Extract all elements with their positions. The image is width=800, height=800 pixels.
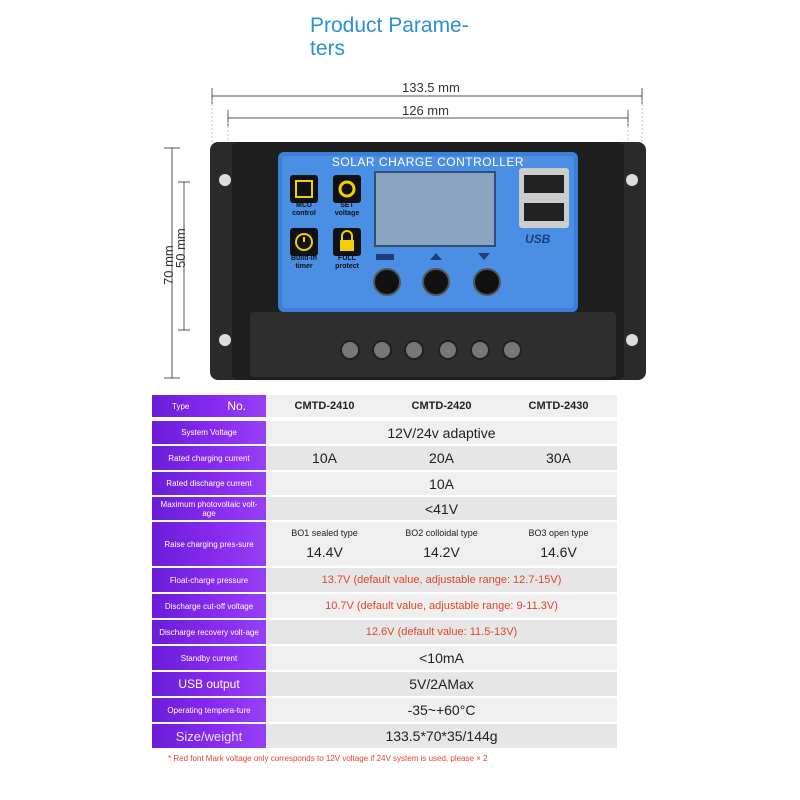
table-row: Rated charging current 10A 20A 30A — [152, 446, 617, 472]
table-row: USB output 5V/2AMax — [152, 672, 617, 698]
feature-label-protect: FULL protect — [335, 255, 359, 270]
table-header-row: Type No. CMTD-2410 CMTD-2420 CMTD-2430 — [152, 395, 617, 419]
terminal-screws — [340, 340, 522, 360]
table-row: Standby current <10mA — [152, 646, 617, 672]
mount-hole-bl — [219, 334, 231, 346]
model-2: CMTD-2420 — [411, 400, 472, 412]
row-value: 14.4V — [306, 544, 343, 560]
menu-button — [373, 268, 401, 296]
row-value: 20A — [429, 450, 454, 466]
row-value: 13.7V (default value, adjustable range: … — [266, 568, 617, 594]
feature-label-timer: Build-in timer — [290, 255, 318, 270]
row-label: Rated discharge current — [152, 472, 266, 497]
row-label: Discharge recovery volt-age — [152, 620, 266, 646]
table-row: Discharge recovery volt-age 12.6V (defau… — [152, 620, 617, 646]
feature-icons — [290, 175, 361, 256]
mount-hole-tr — [626, 174, 638, 186]
width-inner-label: 126 mm — [402, 103, 449, 118]
page-title: Product Parame- ters — [310, 14, 510, 60]
feature-label-mcu: MCU control — [292, 202, 316, 217]
title-line-1: Product Parame- — [310, 14, 469, 37]
usb-logo: USB — [525, 232, 551, 246]
mount-hole-br — [626, 334, 638, 346]
panel-header: SOLAR CHARGE CONTROLLER — [331, 155, 525, 169]
row-value: 30A — [546, 450, 571, 466]
row-value: 14.6V — [540, 544, 577, 560]
row-label: System Voltage — [152, 421, 266, 446]
charge-type: BO1 sealed type — [291, 528, 358, 538]
row-value: 14.2V — [423, 544, 460, 560]
model-1: CMTD-2410 — [294, 400, 355, 412]
table-row: System Voltage 12V/24v adaptive — [152, 421, 617, 446]
row-value: 12.6V (default value: 11.5-13V) — [266, 620, 617, 646]
row-label: Maximum photovoltaic volt-age — [152, 497, 266, 522]
charge-type: BO3 open type — [528, 528, 589, 538]
row-label: USB output — [152, 672, 266, 698]
row-label: Rated charging current — [152, 446, 266, 472]
row-label: Size/weight — [152, 724, 266, 750]
charge-type: BO2 colloidal type — [405, 528, 478, 538]
model-3: CMTD-2430 — [528, 400, 589, 412]
footnote: * Red font Mark voltage only corresponds… — [168, 754, 488, 763]
row-value: 12V/24v adaptive — [266, 421, 617, 446]
row-value: <41V — [266, 497, 617, 522]
table-row: Size/weight 133.5*70*35/144g — [152, 724, 617, 750]
table-row: Maximum photovoltaic volt-age <41V — [152, 497, 617, 522]
gear-icon — [333, 175, 361, 203]
chip-icon — [290, 175, 318, 203]
feature-label-set: SET voltage — [334, 202, 360, 217]
row-value: <10mA — [266, 646, 617, 672]
row-value: 10A — [312, 450, 337, 466]
row-label: Operating tempera-ture — [152, 698, 266, 724]
height-inner-label: 50 mm — [173, 228, 188, 268]
controller-diagram — [164, 88, 646, 380]
mount-hole-tl — [219, 174, 231, 186]
down-button — [473, 268, 501, 296]
table-row: Float-charge pressure 13.7V (default val… — [152, 568, 617, 594]
table-row: Raise charging pres-sure BO1 sealed type… — [152, 522, 617, 568]
row-label: Float-charge pressure — [152, 568, 266, 594]
type-header: Type — [172, 401, 190, 411]
up-button — [422, 268, 450, 296]
row-value: 10A — [266, 472, 617, 497]
table-row: Operating tempera-ture -35~+60°C — [152, 698, 617, 724]
lcd-screen — [374, 171, 496, 247]
row-label: Discharge cut-off voltage — [152, 594, 266, 620]
row-label: Raise charging pres-sure — [152, 522, 266, 568]
no-header: No. — [227, 398, 246, 413]
row-value: 10.7V (default value, adjustable range: … — [266, 594, 617, 620]
table-row: Discharge cut-off voltage 10.7V (default… — [152, 594, 617, 620]
width-outer-label: 133.5 mm — [402, 80, 460, 95]
row-label: Standby current — [152, 646, 266, 672]
table-row: Rated discharge current 10A — [152, 472, 617, 497]
title-line-2: ters — [310, 37, 346, 60]
row-value: -35~+60°C — [266, 698, 617, 724]
terminal-block — [250, 312, 616, 377]
row-value: 5V/2AMax — [266, 672, 617, 698]
row-value: 133.5*70*35/144g — [266, 724, 617, 750]
